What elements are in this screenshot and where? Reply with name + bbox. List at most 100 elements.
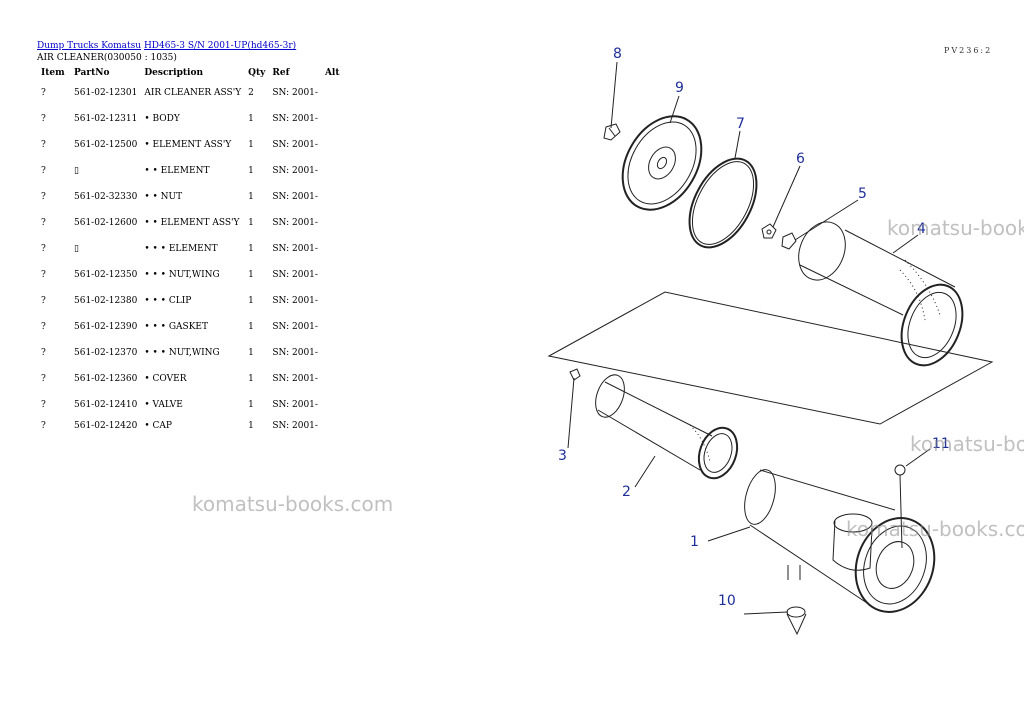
cell-qty: 1 — [248, 114, 254, 124]
cell-partno: 561-02-12370 — [74, 348, 138, 358]
col-partno-header: PartNo — [74, 68, 110, 78]
cell-item: ? — [41, 348, 46, 358]
cell-item: ? — [41, 88, 46, 98]
small-nut-part — [569, 368, 581, 381]
col-item-header: Item — [41, 68, 65, 78]
cell-partno: 561-02-12410 — [74, 400, 138, 410]
cell-partno: 561-02-12301 — [74, 88, 138, 98]
cell-description: • • • GASKET — [144, 322, 209, 332]
breadcrumb: Dump Trucks Komatsu HD465-3 S/N 2001-UP(… — [37, 40, 296, 52]
cell-partno: 561-02-32330 — [74, 192, 138, 202]
cell-item: ? — [41, 244, 46, 254]
cell-partno: 561-02-12420 — [74, 421, 138, 431]
cell-item: ? — [41, 166, 46, 176]
table-header-row: Item PartNo Description Qty Ref Alt — [37, 66, 343, 80]
cell-qty: 1 — [248, 374, 254, 384]
cell-qty: 1 — [248, 166, 254, 176]
cell-ref: SN: 2001- — [272, 270, 318, 280]
callout-10: 10 — [718, 593, 736, 609]
cell-ref: SN: 2001- — [272, 244, 318, 254]
table-row: ? 561-02-12390 • • • GASKET 1 SN: 2001- — [37, 314, 343, 340]
cell-qty: 1 — [248, 244, 254, 254]
table-row: ? ▯ • • ELEMENT 1 SN: 2001- — [37, 158, 343, 184]
cell-description: • • NUT — [144, 192, 183, 202]
callout-4: 4 — [917, 221, 926, 237]
cell-item: ? — [41, 140, 46, 150]
cell-ref: SN: 2001- — [272, 296, 318, 306]
nut-part — [761, 223, 777, 239]
cell-item: ? — [41, 270, 46, 280]
callout-5: 5 — [858, 186, 867, 202]
cell-description: • • ELEMENT ASS'Y — [144, 218, 240, 228]
cell-partno: 561-02-12311 — [74, 114, 138, 124]
cell-partno: ▯ — [74, 166, 79, 176]
callout-2: 2 — [622, 484, 631, 500]
col-description-header: Description — [144, 68, 203, 78]
cell-ref: SN: 2001- — [272, 400, 318, 410]
cell-description: • ELEMENT ASS'Y — [144, 140, 232, 150]
gasket-ring-part — [688, 157, 758, 249]
cell-description: • • • CLIP — [144, 296, 192, 306]
cell-item: ? — [41, 322, 46, 332]
cell-item: ? — [41, 421, 46, 431]
cell-ref: SN: 2001- — [272, 322, 318, 332]
cell-qty: 1 — [248, 421, 254, 431]
cell-item: ? — [41, 400, 46, 410]
col-ref-header: Ref — [272, 68, 290, 78]
cell-ref: SN: 2001- — [272, 374, 318, 384]
callout-7: 7 — [736, 116, 745, 132]
cell-ref: SN: 2001- — [272, 140, 318, 150]
cell-ref: SN: 2001- — [272, 421, 318, 431]
cell-description: AIR CLEANER ASS'Y — [144, 88, 242, 98]
breadcrumb-link-dump-trucks[interactable]: Dump Trucks Komatsu — [37, 41, 142, 51]
cell-description: • • • NUT,WING — [144, 270, 220, 280]
cell-ref: SN: 2001- — [272, 88, 318, 98]
callout-1: 1 — [690, 534, 699, 550]
callout-8: 8 — [613, 46, 622, 62]
breadcrumb-link-model[interactable]: HD465-3 S/N 2001-UP(hd465-3r) — [143, 41, 297, 51]
cell-partno: 561-02-12380 — [74, 296, 138, 306]
fitting-part — [603, 123, 621, 141]
cell-qty: 1 — [248, 140, 254, 150]
cell-partno: 561-02-12350 — [74, 270, 138, 280]
cell-partno: 561-02-12390 — [74, 322, 138, 332]
cell-ref: SN: 2001- — [272, 166, 318, 176]
cell-qty: 1 — [248, 270, 254, 280]
cell-item: ? — [41, 296, 46, 306]
callout-6: 6 — [796, 151, 805, 167]
col-alt-header: Alt — [324, 68, 340, 78]
cell-ref: SN: 2001- — [272, 192, 318, 202]
table-row: ? 561-02-12350 • • • NUT,WING 1 SN: 2001- — [37, 262, 343, 288]
inner-element-part — [595, 374, 739, 480]
table-row: ? 561-02-12301 AIR CLEANER ASS'Y 2 SN: 2001- — [37, 80, 343, 106]
cell-qty: 1 — [248, 218, 254, 228]
cell-qty: 1 — [248, 296, 254, 306]
callout-11: 11 — [932, 436, 950, 452]
cell-qty: 1 — [248, 348, 254, 358]
cell-partno: ▯ — [74, 244, 79, 254]
cell-item: ? — [41, 374, 46, 384]
air-cleaner-body-part — [744, 469, 936, 613]
cell-ref: SN: 2001- — [272, 114, 318, 124]
callout-9: 9 — [675, 80, 684, 96]
cell-qty: 1 — [248, 192, 254, 202]
valve-part — [786, 606, 807, 636]
assembly-plane — [547, 291, 994, 425]
cell-qty: 1 — [248, 322, 254, 332]
table-row: ? 561-02-12380 • • • CLIP 1 SN: 2001- — [37, 288, 343, 314]
cell-partno: 561-02-12360 — [74, 374, 138, 384]
parts-table: Item PartNo Description Qty Ref Alt ? 561… — [37, 66, 343, 434]
callout-3: 3 — [558, 448, 567, 464]
cell-description: • • ELEMENT — [144, 166, 210, 176]
cell-qty: 2 — [248, 88, 254, 98]
